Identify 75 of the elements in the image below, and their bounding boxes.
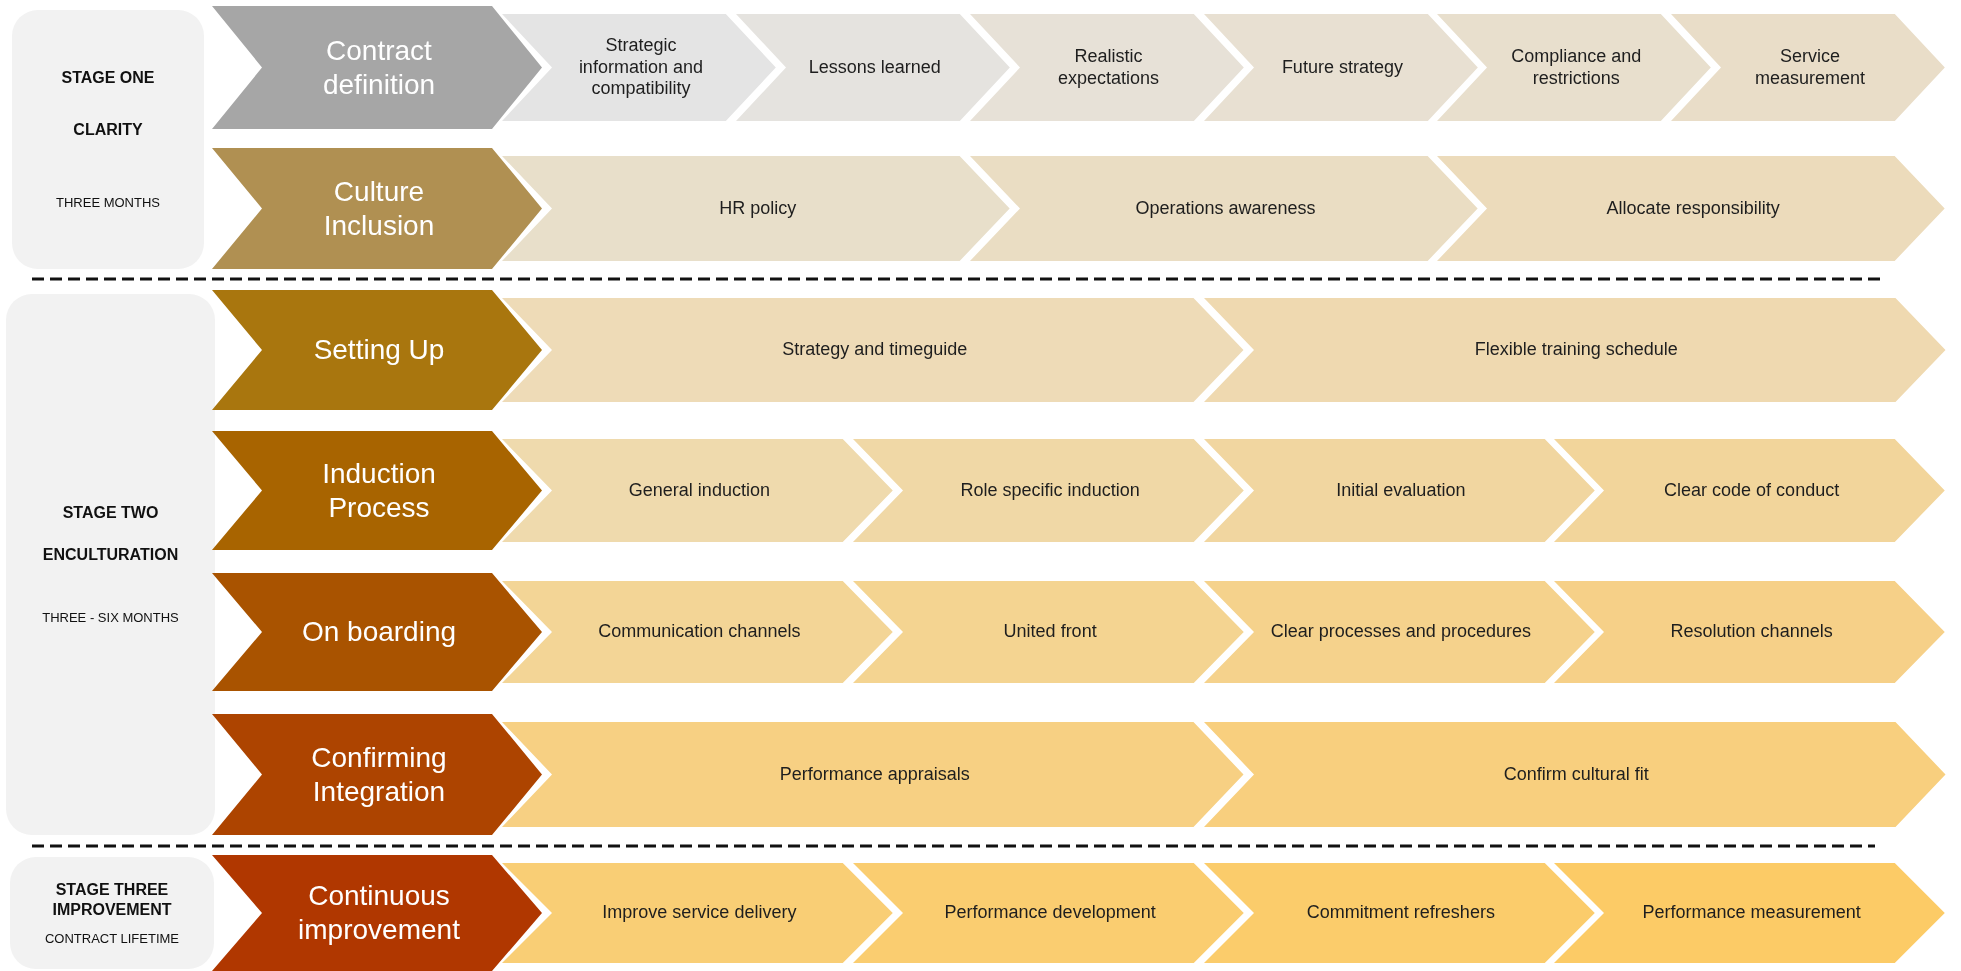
step-tile [969,14,1244,121]
step-label: Communication channels [598,621,801,643]
step-label: Flexible training schedule [1474,339,1678,361]
step-tile [852,581,1244,683]
phase-tile [212,148,542,269]
step-tile [502,14,776,121]
step-tile [502,439,893,542]
phase-label: Continuous improvement [297,879,461,947]
step-label: Role specific induction [960,479,1140,502]
stage-heading: STAGE THREE [55,880,169,899]
step-label: Strategy and timeguide [782,339,968,361]
phase-tile [212,714,542,835]
phase-tile [212,290,542,410]
phase-label: Contract definition [321,33,437,102]
step-tile [1554,863,1945,963]
step-label: Performance measurement [1642,902,1861,924]
step-label: Confirm cultural fit [1503,763,1649,786]
step-tile [1203,722,1945,827]
step-label: Performance appraisals [779,763,970,786]
step-label: Future strategy [1281,56,1403,79]
phase-label: Culture Inclusion [322,174,436,243]
step-tile [1203,439,1595,542]
step-tile [969,156,1478,261]
phase-tile [212,855,542,971]
step-label: Allocate responsibility [1606,197,1780,220]
phase-label: Induction Process [321,456,437,525]
step-label: Commitment refreshers [1306,902,1495,924]
step-tile [1203,298,1945,402]
step-label: Lessons learned [808,56,941,79]
stage-heading: STAGE TWO [62,504,159,522]
step-tile [1203,581,1595,683]
step-tile [1671,14,1945,121]
step-label: HR policy [719,197,797,220]
phase-tile [212,431,542,550]
phase-tile [212,6,542,129]
step-tile [852,863,1244,963]
stage-panel [6,294,215,835]
step-tile [502,722,1244,827]
step-tile [502,863,893,963]
step-label: Resolution channels [1670,621,1833,643]
phase-label: On boarding [301,615,457,649]
step-label: Realistic expectations [1057,45,1161,90]
step-tile [1437,14,1712,121]
stage-heading: STAGE ONE [61,69,155,87]
step-tile [735,14,1010,121]
step-tile [502,581,893,683]
step-label: Performance development [944,902,1156,924]
step-tile [852,439,1244,542]
stage-duration: CONTRACT LIFETIME [44,930,180,946]
stage-duration: THREE - SIX MONTHS [42,610,179,625]
step-label: Operations awareness [1135,197,1316,220]
step-label: Service measurement [1754,45,1867,90]
step-label: United front [1003,621,1097,643]
stage-duration: THREE MONTHS [56,195,160,210]
step-label: Strategic information and compatibility [577,35,704,100]
step-label: Initial evaluation [1336,479,1466,502]
step-label: Compliance and restrictions [1510,45,1643,90]
step-tile [1554,439,1945,542]
step-label: Improve service delivery [602,902,797,924]
step-tile [502,298,1244,402]
phase-tile [212,573,542,691]
step-tile [1203,863,1595,963]
step-tile [1554,581,1945,683]
stage-heading: CLARITY [73,121,143,139]
stage-panel [10,857,214,969]
step-label: General induction [628,479,770,502]
step-tile [1437,156,1945,261]
stage-heading: ENCULTURATION [42,546,179,564]
stage-heading: IMPROVEMENT [52,900,172,919]
step-label: Clear code of conduct [1664,479,1840,502]
step-tile [1203,14,1478,121]
phase-label: Confirming Integration [310,740,448,809]
phase-label: Setting Up [313,333,445,367]
step-tile [502,156,1010,261]
step-label: Clear processes and procedures [1270,621,1531,643]
